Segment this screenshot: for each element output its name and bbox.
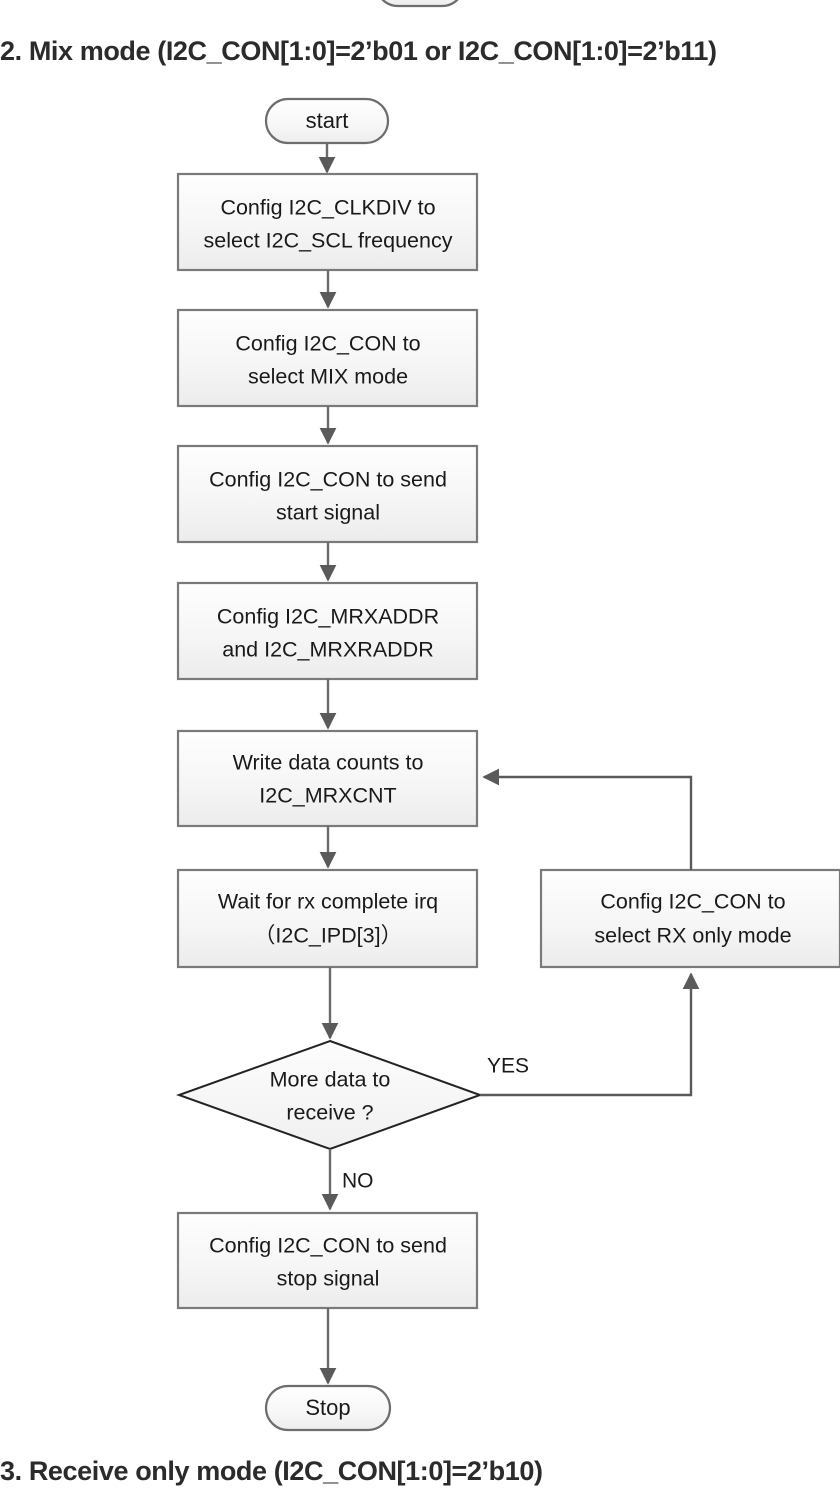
node-stop-label: Stop — [305, 1395, 350, 1420]
node-select-mix-mode-line2: select MIX mode — [248, 365, 408, 389]
node-config-mrxaddr-line2: and I2C_MRXRADDR — [222, 638, 433, 662]
previous-flowchart-terminator-partial — [381, 0, 459, 8]
node-send-stop-signal[interactable]: Config I2C_CON to send stop signal — [176, 1211, 479, 1310]
node-config-mrxaddr[interactable]: Config I2C_MRXADDR and I2C_MRXRADDR — [176, 581, 479, 681]
node-send-start-signal-line1: Config I2C_CON to send — [209, 468, 447, 492]
node-start-label: start — [306, 108, 349, 133]
node-write-data-counts[interactable]: Write data counts to I2C_MRXCNT — [176, 729, 479, 828]
edge-label-yes: YES — [487, 1055, 529, 1078]
node-decision-more-data-line2: receive ? — [286, 1101, 373, 1125]
node-select-rx-only-mode-line2: select RX only mode — [594, 924, 791, 948]
node-decision-more-data-line1: More data to — [270, 1068, 391, 1092]
node-send-stop-signal-line2: stop signal — [277, 1267, 380, 1291]
node-config-clkdiv-line1: Config I2C_CLKDIV to — [220, 196, 435, 220]
node-select-rx-only-mode[interactable]: Config I2C_CON to select RX only mode — [539, 868, 840, 969]
node-config-clkdiv[interactable]: Config I2C_CLKDIV to select I2C_SCL freq… — [176, 172, 479, 272]
node-send-stop-signal-line1: Config I2C_CON to send — [209, 1234, 447, 1258]
node-stop[interactable]: Stop — [264, 1384, 392, 1432]
node-write-data-counts-line1: Write data counts to — [233, 751, 424, 775]
node-config-clkdiv-line2: select I2C_SCL frequency — [204, 229, 453, 253]
node-select-mix-mode-line1: Config I2C_CON to — [235, 332, 420, 356]
node-start[interactable]: start — [264, 97, 390, 145]
section-heading-receive-only-mode: 3. Receive only mode (I2C_CON[1:0]=2’b10… — [0, 1456, 543, 1486]
node-write-data-counts-line2: I2C_MRXCNT — [259, 784, 396, 808]
node-decision-more-data[interactable]: More data to receive ? — [176, 1039, 483, 1151]
node-wait-rx-complete-irq-line2: （I2C_IPD[3]） — [254, 924, 402, 948]
edge-label-no: NO — [342, 1170, 374, 1193]
node-config-mrxaddr-line1: Config I2C_MRXADDR — [217, 605, 439, 629]
connector-rx-only-back-to-mrxcnt — [482, 768, 693, 870]
node-send-start-signal-line2: start signal — [276, 501, 380, 525]
node-send-start-signal[interactable]: Config I2C_CON to send start signal — [176, 444, 479, 544]
node-select-mix-mode[interactable]: Config I2C_CON to select MIX mode — [176, 308, 479, 408]
node-wait-rx-complete-irq-line1: Wait for rx complete irq — [218, 890, 438, 914]
node-select-rx-only-mode-line1: Config I2C_CON to — [600, 890, 785, 914]
node-wait-rx-complete-irq[interactable]: Wait for rx complete irq （I2C_IPD[3]） — [176, 868, 479, 969]
connector-yes-to-rx-only — [480, 972, 700, 1097]
section-heading-mix-mode: 2. Mix mode (I2C_CON[1:0]=2’b01 or I2C_C… — [0, 36, 717, 66]
